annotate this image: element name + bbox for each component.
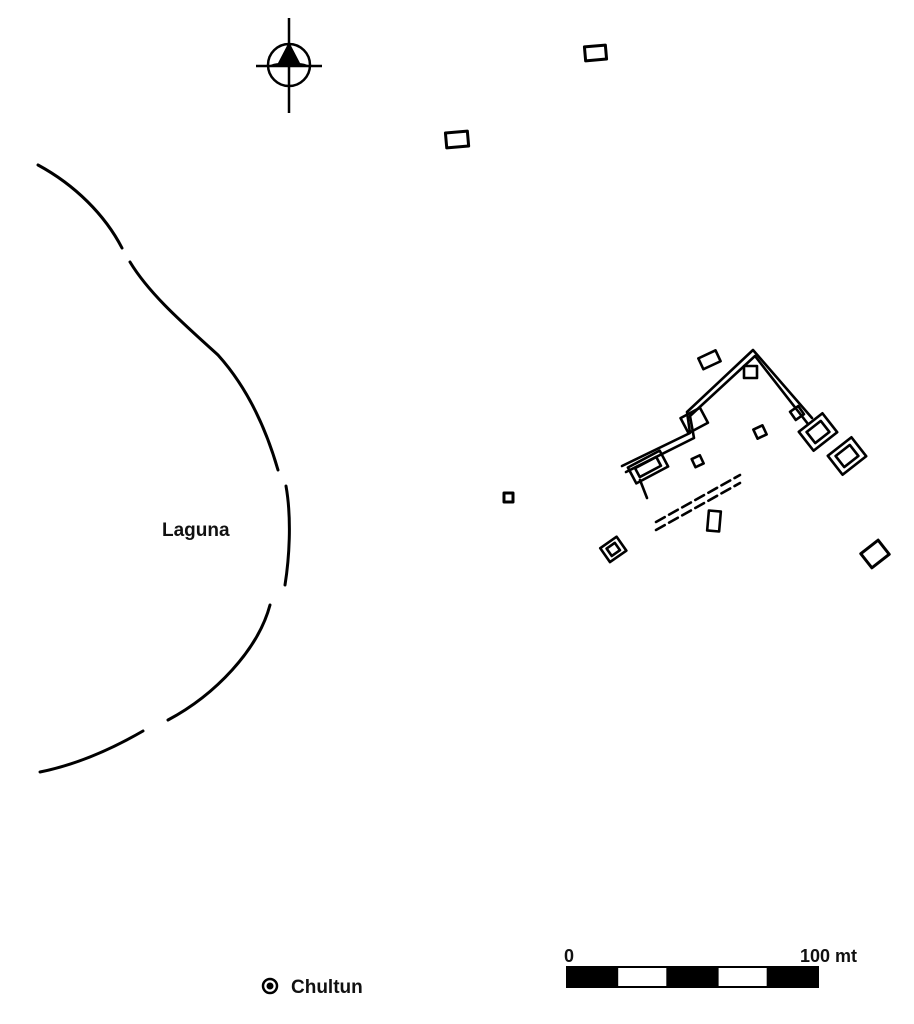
lake-label: Laguna <box>162 520 230 541</box>
scale-start-label: 0 <box>564 946 574 966</box>
chultun-icon <box>261 977 279 995</box>
structure-southeast <box>859 538 891 570</box>
scale-segment-3 <box>666 966 719 988</box>
structure-small-west <box>502 491 515 504</box>
north-arrow-icon <box>256 18 322 113</box>
scale-segment-4 <box>716 966 769 988</box>
legend-chultun-label: Chultun <box>291 977 363 998</box>
lake-shoreline <box>36 163 291 774</box>
structure-north-2 <box>443 129 471 150</box>
scale-end-label: 100 mt <box>800 946 857 966</box>
structure-complex <box>598 348 868 564</box>
scale-bar: 0 100 mt <box>564 946 857 988</box>
scale-segment-2 <box>616 966 669 988</box>
scale-segment-1 <box>566 966 619 988</box>
legend: Chultun <box>261 977 363 998</box>
scale-segment-5 <box>766 966 819 988</box>
structure-north-1 <box>582 43 609 63</box>
